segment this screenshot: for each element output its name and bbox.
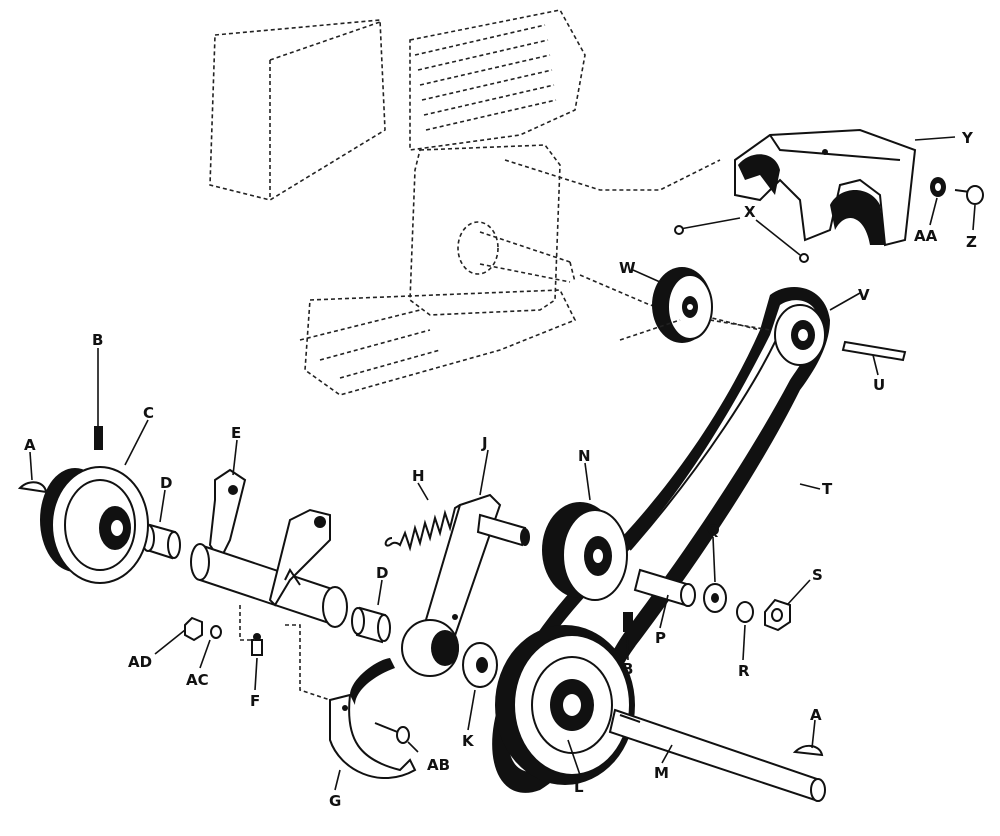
guard-g: [329, 658, 417, 780]
nut-s: [764, 598, 791, 632]
bolt-ab: [374, 722, 410, 744]
shaft-m: [608, 708, 826, 802]
label-k: K: [462, 732, 475, 750]
washer-k: [462, 642, 498, 688]
label-z: Z: [966, 233, 977, 251]
washer-q: [703, 583, 727, 613]
label-q: Q: [707, 521, 720, 539]
callout-labels: B C A D E H J D N X Y W V U T Q S R P B …: [24, 129, 977, 810]
label-c: C: [143, 404, 154, 422]
setscrew-b-lower: [623, 612, 633, 632]
washer-aa: [930, 177, 946, 197]
washer-ac: [210, 625, 222, 639]
label-b-lower: B: [622, 660, 633, 678]
label-v: V: [858, 286, 870, 304]
idler-arm-j: [401, 493, 530, 677]
label-x: X: [744, 203, 756, 221]
label-f: F: [250, 692, 260, 710]
label-b-upper: B: [92, 331, 103, 349]
pulley-n: [542, 502, 628, 601]
setscrew-b-upper: [94, 426, 103, 450]
bushing-d-lower: [351, 606, 391, 644]
label-u: U: [873, 376, 885, 394]
spring-h: [384, 504, 461, 552]
label-r: R: [738, 662, 750, 680]
pulley-l: [495, 625, 635, 785]
label-ab: AB: [427, 756, 450, 774]
lockwasher-r: [736, 601, 754, 623]
belt-guard: [734, 128, 917, 247]
grease-fitting-f: [251, 633, 263, 656]
assembly-lines: [239, 319, 771, 701]
pulley-c: [40, 466, 149, 584]
label-a-left: A: [24, 436, 36, 454]
key-a-left: [17, 481, 48, 494]
label-ad: AD: [128, 653, 152, 671]
label-e: E: [231, 424, 241, 442]
label-h: H: [412, 467, 425, 485]
label-g: G: [329, 792, 341, 810]
label-a-right: A: [810, 706, 822, 724]
bracket-e: [190, 468, 348, 628]
engine-outline: [209, 9, 761, 396]
label-ac: AC: [186, 671, 209, 689]
key-a-right: [792, 744, 824, 757]
label-s: S: [812, 566, 823, 584]
pulley-w: [652, 267, 713, 343]
label-j: J: [481, 434, 488, 452]
leader-lines: [29, 136, 976, 791]
pulley-v: [774, 304, 826, 366]
sleeve-p: [633, 568, 696, 607]
label-l: L: [574, 778, 584, 796]
label-w: W: [619, 259, 636, 277]
bolt-x-left: [674, 225, 684, 235]
label-d-lower: D: [376, 564, 388, 582]
label-d-upper: D: [160, 474, 172, 492]
bolt-z: [954, 185, 984, 205]
label-n: N: [578, 447, 591, 465]
label-p: P: [655, 629, 666, 647]
nut-ad: [184, 616, 203, 642]
label-m: M: [654, 764, 669, 782]
label-aa: AA: [914, 227, 938, 245]
label-y: Y: [961, 129, 974, 147]
label-t: T: [822, 480, 833, 498]
bolt-x-right: [799, 253, 809, 263]
key-u: [841, 340, 907, 362]
